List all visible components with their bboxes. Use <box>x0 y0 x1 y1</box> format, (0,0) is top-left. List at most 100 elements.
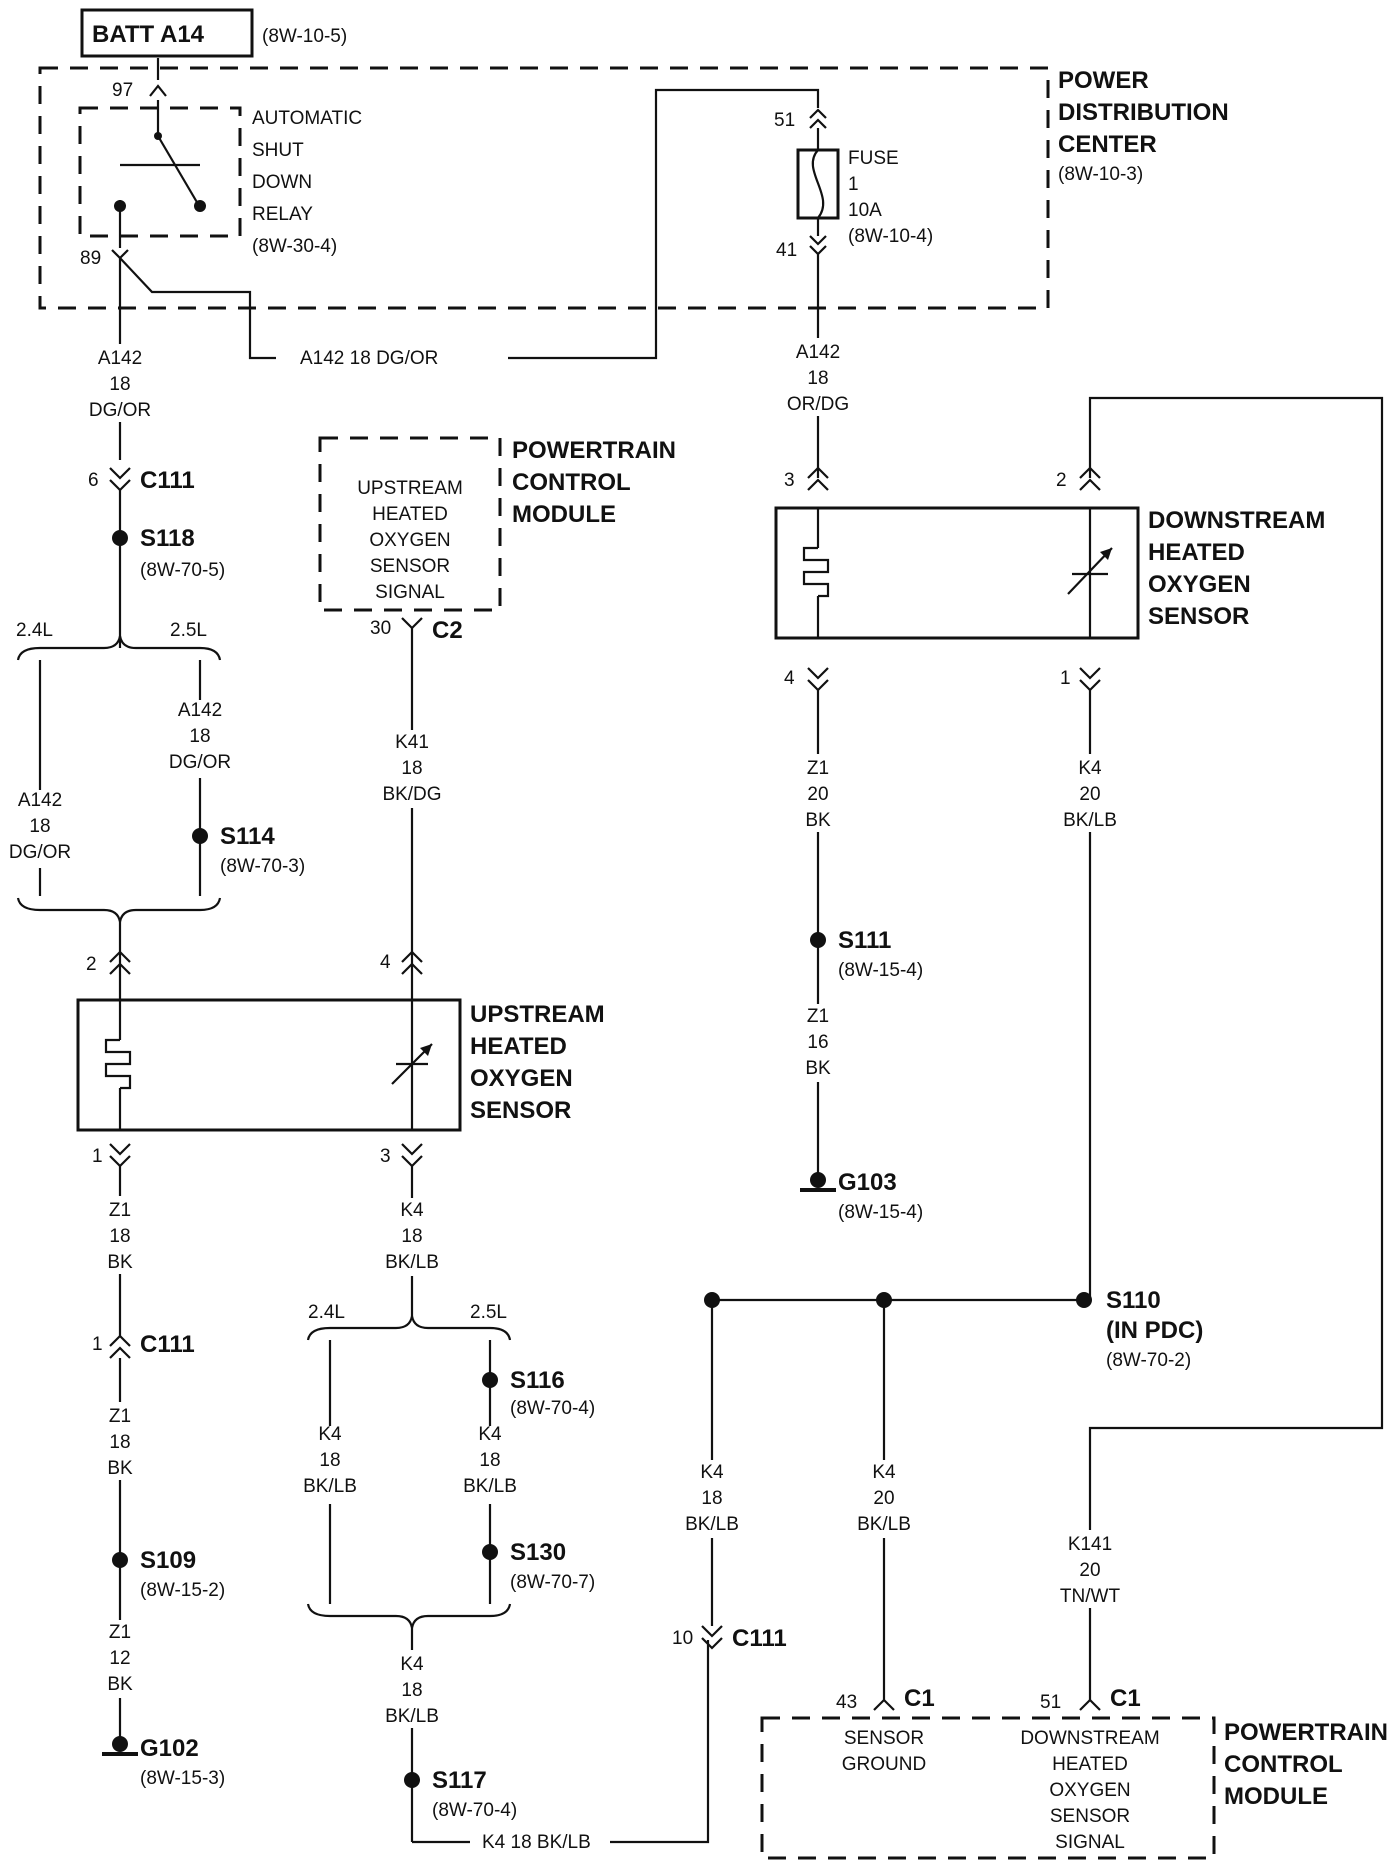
pcm-bottom-boundary <box>760 1716 1216 1860</box>
relay-label-3: DOWN <box>252 172 312 193</box>
engine-brace-lower-bottom <box>306 1603 512 1629</box>
c111-a-name: C111 <box>140 467 195 494</box>
batt-label: BATT A14 <box>92 21 205 48</box>
ds-pin-1: 1 <box>1060 668 1071 689</box>
pcm-top-title-3: MODULE <box>512 501 616 528</box>
engine-24-top: 2.4L <box>16 620 53 641</box>
k4-low-color: BK/LB <box>385 1706 439 1727</box>
label-bg-10 <box>450 1426 530 1504</box>
label-bg-12 <box>778 338 858 416</box>
fuse-pin-51-connector <box>809 108 827 119</box>
pcm-bottom-title-2: CONTROL <box>1224 1751 1343 1778</box>
relay-to-fuse-wire-a <box>119 257 276 360</box>
a142-right-gauge: 18 <box>807 368 828 389</box>
relay-pin-97-connector <box>149 84 167 97</box>
k4-24-id: K4 <box>318 1424 342 1445</box>
c1-a-connector <box>873 1698 895 1711</box>
g103-ref: (8W-15-4) <box>838 1202 923 1223</box>
s111-name: S111 <box>838 927 891 954</box>
k4-25-color: BK/LB <box>463 1476 517 1497</box>
upstream-pin-1-connector <box>109 1143 131 1156</box>
k141-gauge: 20 <box>1079 1560 1100 1581</box>
ds-pin-2: 2 <box>1056 470 1067 491</box>
k4-low-id: K4 <box>400 1654 424 1675</box>
k41-color: BK/DG <box>382 784 441 805</box>
fuse-label-3: 10A <box>848 200 882 221</box>
g103-name: G103 <box>838 1169 897 1196</box>
g102-name: G102 <box>140 1735 199 1762</box>
relay-label-4: RELAY <box>252 204 313 225</box>
s109-ref: (8W-15-2) <box>140 1580 225 1601</box>
z1-upper-color: BK <box>107 1252 133 1273</box>
c111-a-connector <box>109 467 131 480</box>
upstream-label-2: HEATED <box>470 1033 567 1060</box>
a142-left-gauge: 18 <box>109 374 130 395</box>
k4-25-gauge: 18 <box>479 1450 500 1471</box>
k4-up-id: K4 <box>400 1200 424 1221</box>
s111-dot <box>810 932 826 948</box>
k141-id: K141 <box>1068 1534 1112 1555</box>
relay-to-fuse-wire-b <box>508 88 820 360</box>
c111-b-connector-b <box>109 1346 131 1359</box>
engine-25-lower: 2.5L <box>470 1302 507 1323</box>
relay-label-1: AUTOMATIC <box>252 108 362 129</box>
a142-25-color: DG/OR <box>169 752 231 773</box>
s111-ref: (8W-15-4) <box>838 960 923 981</box>
k4-24-color: BK/LB <box>303 1476 357 1497</box>
ds-label-2: HEATED <box>1148 539 1245 566</box>
k4-ds-color: BK/LB <box>1063 810 1117 831</box>
s116-name: S116 <box>510 1367 565 1394</box>
s117-dot <box>404 1772 420 1788</box>
pcm-top-signal-3: OXYGEN <box>369 530 450 551</box>
upstream-pin-3-connector-b <box>401 1155 423 1168</box>
a142-right-color: OR/DG <box>787 394 849 415</box>
z1-ds-color: BK <box>805 810 831 831</box>
c111-c-connector-b <box>701 1637 723 1650</box>
upstream-pin-1: 1 <box>92 1146 103 1167</box>
relay-pin-89: 89 <box>80 248 101 269</box>
z1-mid-color: BK <box>107 1458 133 1479</box>
pdc-title-3: CENTER <box>1058 131 1157 158</box>
s114-dot <box>192 828 208 844</box>
relay-ref: (8W-30-4) <box>252 236 337 257</box>
pcm-bottom-ground-2: GROUND <box>842 1754 926 1775</box>
fuse-pin-41: 41 <box>776 240 797 261</box>
pcm-top-signal-2: HEATED <box>372 504 448 525</box>
label-bg-11 <box>372 1650 452 1728</box>
relay-contact <box>194 200 206 212</box>
z1-low-id: Z1 <box>109 1622 131 1643</box>
upstream-pin-1-connector-b <box>109 1155 131 1168</box>
z1-upper-gauge: 18 <box>109 1226 130 1247</box>
z1-ds-id: Z1 <box>807 758 829 779</box>
pcm-bottom-signal-4: SENSOR <box>1050 1806 1130 1827</box>
upstream-pin-4-connector <box>401 950 423 963</box>
g103-dot <box>810 1172 826 1188</box>
batt-ref: (8W-10-5) <box>262 26 347 47</box>
k4-bottom-wire-b <box>610 1640 710 1844</box>
upstream-heater-element <box>104 1038 132 1090</box>
g102-dot <box>112 1736 128 1752</box>
s114-ref: (8W-70-3) <box>220 856 305 877</box>
k4-s110-gauge: 20 <box>873 1488 894 1509</box>
c2-name: C2 <box>432 617 463 644</box>
c1-b-name: C1 <box>1110 1685 1141 1712</box>
pdc-ref: (8W-10-3) <box>1058 164 1143 185</box>
s110-sub: (IN PDC) <box>1106 1317 1203 1344</box>
k4-c111-gauge: 18 <box>701 1488 722 1509</box>
k4-ds-gauge: 20 <box>1079 784 1100 805</box>
upstream-pin-2: 2 <box>86 954 97 975</box>
fuse-label-1: FUSE <box>848 148 899 169</box>
ds-pin-2-connector-b <box>1079 478 1101 491</box>
pcm-top-title-1: POWERTRAIN <box>512 437 676 464</box>
pdc-title-1: POWER <box>1058 67 1149 94</box>
label-bg-2 <box>160 700 240 778</box>
k4-s110-color: BK/LB <box>857 1514 911 1535</box>
z1-ds2-color: BK <box>805 1058 831 1079</box>
relay-label-2: SHUT <box>252 140 304 161</box>
relay-boundary <box>78 106 242 238</box>
ds-pin-4-connector-b <box>807 679 829 692</box>
fuse-pin-51: 51 <box>774 110 795 131</box>
ds-pin-4-connector <box>807 667 829 680</box>
k4-bottom-label: K4 18 BK/LB <box>482 1832 591 1853</box>
